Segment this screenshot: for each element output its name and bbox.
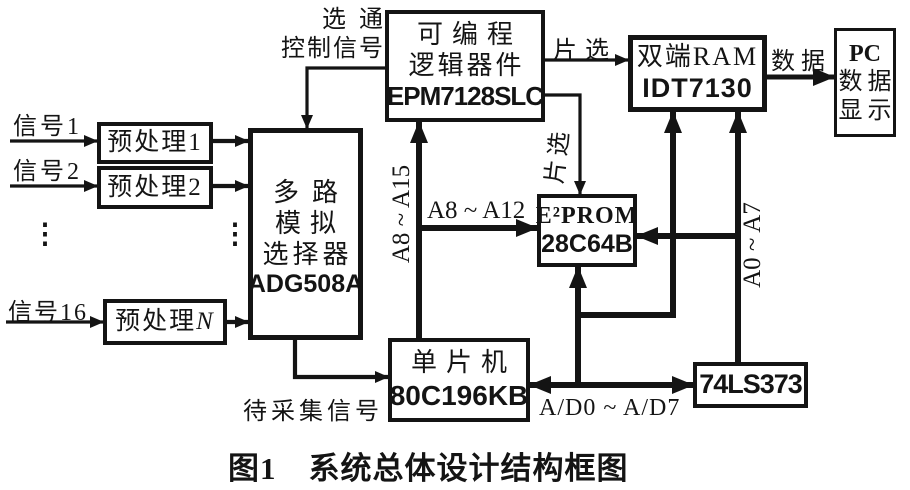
- ellipsis-middle: ⋮: [221, 219, 249, 250]
- wire-chip-select-eeprom: [543, 93, 586, 195]
- mcu-label: 单片机: [410, 348, 516, 378]
- block-preprocess-n-label: 预处理N: [115, 308, 215, 336]
- pld-label-line1: 可编程: [416, 19, 522, 49]
- mux-label-line3: 选择器: [262, 239, 353, 269]
- label-chip-select-eeprom: 片选: [542, 126, 575, 186]
- ram-label: 双端RAM: [636, 42, 759, 72]
- ellipsis-left: ⋮: [31, 219, 59, 250]
- block-latch: 74LS373: [693, 362, 808, 408]
- figure-caption-number: 图1: [228, 451, 277, 486]
- latch-part-number: 74LS373: [699, 369, 803, 400]
- label-signal16: 信号16: [8, 300, 88, 326]
- pc-label-line2: 数据: [838, 69, 897, 96]
- pld-part-number: EPM7128SLC: [386, 81, 544, 112]
- label-data: 数据: [771, 49, 831, 75]
- label-sample-signal: 待采集信号: [243, 399, 383, 425]
- label-a8-a12: A8 ~ A12: [427, 197, 526, 224]
- eeprom-label: E²PROM: [535, 202, 639, 229]
- block-pc-display: PC 数据 显示: [834, 28, 896, 137]
- block-dual-port-ram: 双端RAM IDT7130: [628, 35, 767, 112]
- label-gating-line2: 控制信号: [281, 36, 385, 62]
- wire-gating-control: [301, 66, 385, 129]
- block-programmable-logic: 可编程 逻辑器件 EPM7128SLC: [385, 10, 545, 122]
- label-gating-line1: 选通: [322, 7, 396, 33]
- eeprom-part-number: 28C64B: [541, 229, 633, 258]
- block-eeprom: E²PROM 28C64B: [535, 194, 639, 267]
- block-preprocess-2: 预处理2: [97, 166, 213, 209]
- pld-label-line2: 逻辑器件: [408, 50, 525, 80]
- block-preprocess-1-label: 预处理1: [107, 129, 203, 157]
- block-analog-multiplexer: 多路 模拟 选择器 ADG508A: [248, 128, 363, 340]
- block-preprocess-n: 预处理N: [103, 299, 227, 345]
- label-ad-bus: A/D0 ~ A/D7: [539, 395, 681, 421]
- label-gating-control: 选通 控制信号: [250, 6, 383, 64]
- label-signal2: 信号2: [13, 159, 82, 185]
- ram-part-number: IDT7130: [642, 72, 753, 103]
- mux-part-number: ADG508A: [247, 270, 364, 299]
- block-mcu: 单片机 80C196KB: [388, 338, 530, 422]
- pc-label-line3: 显示: [838, 97, 897, 124]
- mux-label-line2: 模拟: [274, 208, 345, 238]
- figure-caption-title: 系统总体设计结构框图: [308, 451, 629, 486]
- pc-label-line1: PC: [849, 41, 881, 68]
- label-signal1: 信号1: [13, 114, 82, 140]
- label-a0-a7: A0 ~ A7: [739, 202, 766, 288]
- block-preprocess-2-label: 预处理2: [107, 173, 203, 201]
- mux-label-line1: 多路: [272, 178, 351, 208]
- block-preprocess-1: 预处理1: [97, 122, 213, 164]
- label-chip-select-ram: 片选: [553, 38, 617, 64]
- wire-sample-signal: [292, 340, 389, 383]
- label-a8-a15: A8 ~ A15: [388, 164, 415, 264]
- figure-caption: 图1 系统总体设计结构框图: [228, 443, 629, 488]
- mcu-part-number: 80C196KB: [389, 379, 529, 411]
